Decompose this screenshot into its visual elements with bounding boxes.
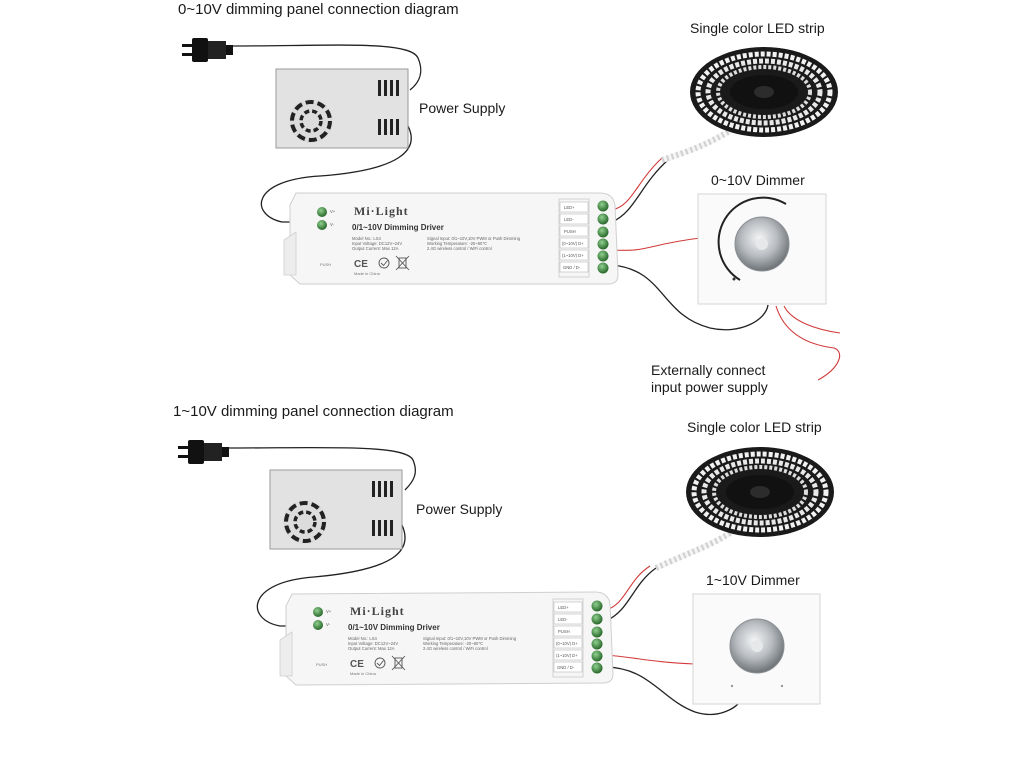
strip-wire-pos [605,565,651,611]
dimming-driver: Mi·Light 0/1~10V Dimming Driver Model No… [279,591,614,686]
mains-wire [227,446,416,491]
external-power-wire-a [775,305,841,381]
spec-working-temp: Working Temperature: -20~60℃ [423,641,483,646]
terminal-1-10v: (1~10V) D+ [562,253,584,258]
ce-mark-icon: CE [350,659,364,670]
external-power-label-line1: Externally connect [651,362,766,378]
input-label-pos: V+ [330,209,336,214]
diagram-0-to-10v: 0~10V dimming panel connection diagram [178,1,841,395]
diagram-title: 0~10V dimming panel connection diagram [178,1,459,18]
terminal-led-pos: LED+ [558,605,569,610]
dimmer-knob-icon[interactable] [734,216,790,272]
input-label-neg: V- [326,622,331,627]
input-terminals: V+ V- [313,607,332,630]
diagram-1-to-10v: 1~10V dimming panel connection diagram [173,403,834,716]
dimmer-wire-pos [605,654,696,665]
output-terminals: LED+ LED- PUSH (0~10V) D+ (1~10V) D+ GND… [558,198,609,278]
dimmer-label: 0~10V Dimmer [711,172,805,188]
dimmer-label: 1~10V Dimmer [706,572,800,588]
weee-bin-icon [391,655,406,671]
fan-icon [283,500,327,544]
dimmer-wire-neg [611,264,769,331]
spec-input-voltage: Input Voltage: DC12V~24V [348,641,398,646]
plug-icon [182,38,233,62]
terminal-0-10v: (0~10V) D+ [562,241,584,246]
power-supply [269,469,403,550]
strip-label: Single color LED strip [687,419,822,435]
dimmer-panel [697,193,827,305]
spec-model-no: Model No.: LS4 [348,636,378,641]
fan-icon [289,99,333,143]
dimmer-wire-pos [611,237,701,251]
power-supply-label: Power Supply [419,100,505,116]
diagram-title: 1~10V dimming panel connection diagram [173,403,454,420]
dimming-driver: Mi·Light 0/1~10V Dimming Driver Model No… [283,192,619,285]
power-supply [275,68,409,149]
spec-output-current: Output Current: Max 12A [348,646,395,651]
driver-brand: Mi·Light [354,204,409,218]
psu-output-wire-neg [260,125,412,223]
strip-wire-neg [611,159,669,223]
dimmer-panel [692,593,821,705]
led-reel-icon [654,447,834,571]
driver-brand: Mi·Light [350,604,405,618]
certification-icon [374,657,386,669]
weee-bin-icon [395,255,410,271]
led-reel-icon [661,47,838,163]
terminal-led-neg: LED- [558,617,568,622]
dimmer-knob-icon[interactable] [729,618,785,674]
external-power-label-line2: input power supply [651,379,768,395]
svg-text:CE: CE [354,259,368,270]
spec-input-voltage: Input Voltage: DC12V~24V [352,241,402,246]
push-hint: PUSH [316,662,327,667]
terminal-push: PUSH [564,229,576,234]
output-terminals: LED+ LED- PUSH (0~10V) D+ (1~10V) D+ GND… [552,598,603,678]
vent-slots [372,481,393,536]
input-label-neg: V- [330,222,335,227]
spec-wireless: 2.4G wireless control / WiFi control [427,246,492,251]
push-hint: PUSH [320,262,331,267]
driver-model: 0/1~10V Dimming Driver [352,223,444,232]
mains-wire [231,44,422,91]
ce-mark-icon: CE [354,259,368,270]
spec-signal-input: Signal Input: 0/1~10V,10V PWM or Push Di… [423,636,517,641]
terminal-gnd: GND / D- [563,265,581,270]
power-supply-label: Power Supply [416,501,502,517]
terminal-0-10v: (0~10V) D+ [556,641,578,646]
strip-label: Single color LED strip [690,20,825,36]
spec-output-current: Output Current: Max 12A [352,246,399,251]
strip-wire-pos [611,157,663,211]
strip-wire-neg [605,567,657,622]
spec-wireless: 2.4G wireless control / WiFi control [423,646,488,651]
spec-working-temp: Working Temperature: -20~60℃ [427,241,487,246]
made-in-label: Made in China [354,271,381,276]
plug-icon [178,440,229,464]
terminal-push: PUSH [558,629,570,634]
terminal-1-10v: (1~10V) D+ [556,653,578,658]
certification-icon [378,257,390,269]
dimmer-wire-neg [605,666,739,716]
terminal-led-pos: LED+ [564,205,575,210]
external-power-wire-b [783,305,841,334]
terminal-gnd: GND / D- [557,665,575,670]
made-in-label: Made in China [350,671,377,676]
driver-model: 0/1~10V Dimming Driver [348,623,440,632]
input-terminals: V+ V- [317,207,336,230]
vent-slots [378,80,399,135]
input-label-pos: V+ [326,609,332,614]
spec-signal-input: Signal Input: 0/1~10V,10V PWM or Push Di… [427,236,521,241]
svg-text:CE: CE [350,659,364,670]
spec-model-no: Model No.: LS4 [352,236,382,241]
terminal-led-neg: LED- [564,217,574,222]
